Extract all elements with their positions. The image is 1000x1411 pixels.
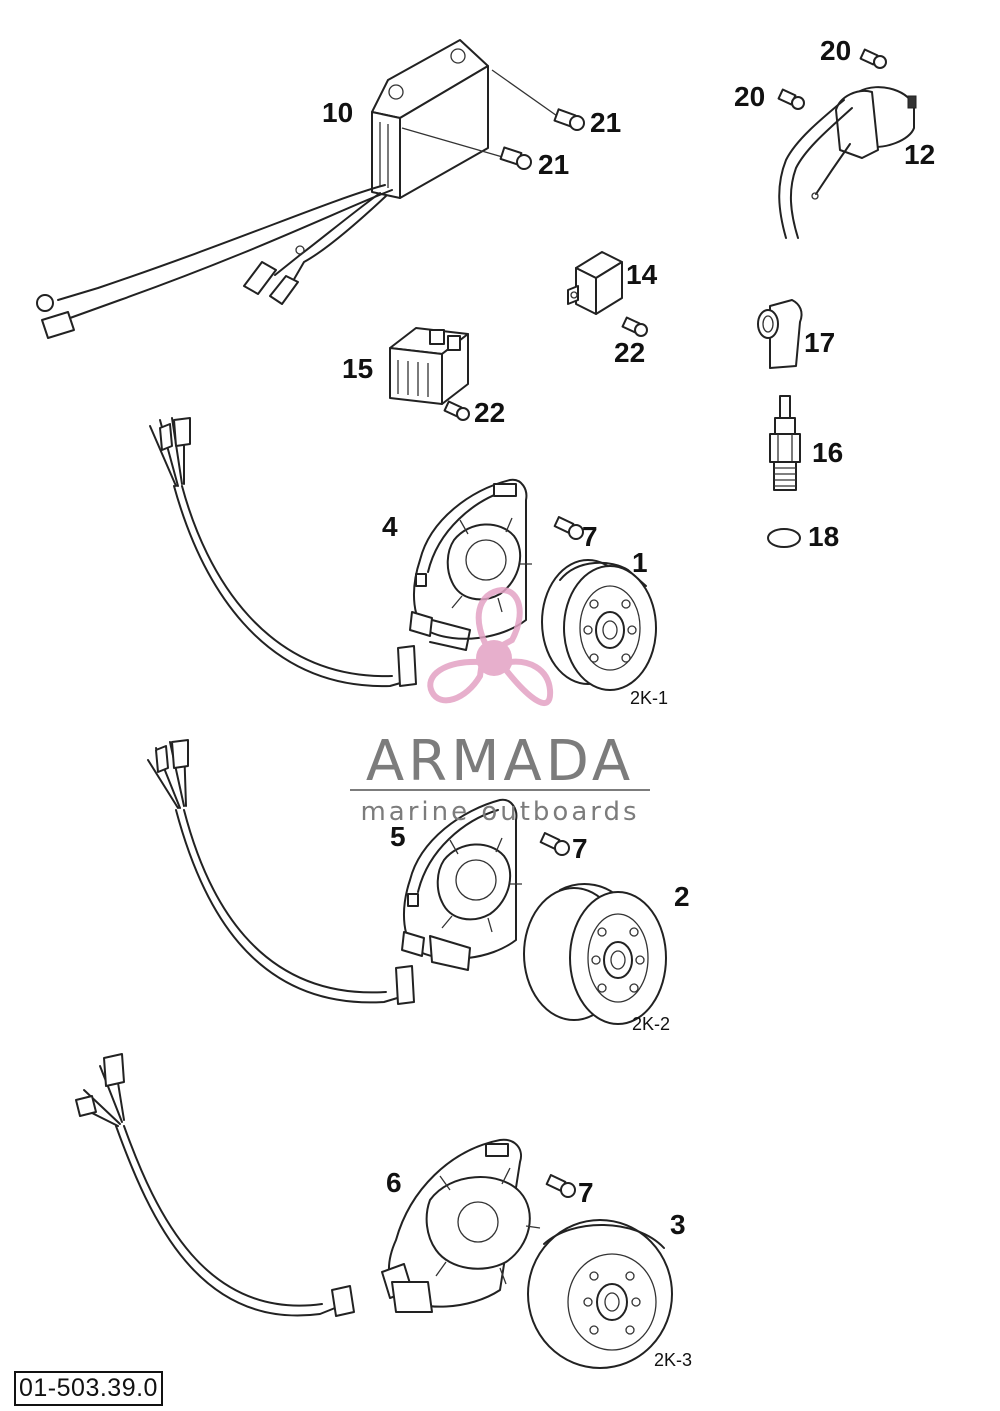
bolt-21b xyxy=(401,127,532,170)
stator-4 xyxy=(149,417,532,688)
callout-14: 14 xyxy=(626,259,658,290)
bolt-20a xyxy=(859,48,887,69)
callout-7-middle: 7 xyxy=(572,833,588,864)
callout-16: 16 xyxy=(812,437,843,468)
stator-5 xyxy=(147,739,522,1005)
callout-18: 18 xyxy=(808,521,839,552)
bolt-7a xyxy=(553,516,584,540)
bolt-21a xyxy=(491,69,585,131)
callout-20-upper: 20 xyxy=(820,35,851,66)
variant-label-2k-3: 2K-3 xyxy=(654,1350,692,1370)
callout-15: 15 xyxy=(342,353,373,384)
callout-12: 12 xyxy=(904,139,935,170)
callout-2: 2 xyxy=(674,881,690,912)
o-ring xyxy=(767,528,801,548)
module-14 xyxy=(567,251,623,315)
callout-22-lower: 22 xyxy=(474,397,505,428)
callout-7-lower: 7 xyxy=(578,1177,594,1208)
callout-1: 1 xyxy=(632,547,648,578)
flywheel-1 xyxy=(541,559,657,691)
spark-plug xyxy=(769,395,801,491)
watermark-tagline: marine outboards xyxy=(360,797,639,827)
ignition-coil xyxy=(778,86,917,239)
callout-20-lower: 20 xyxy=(734,81,765,112)
regulator-15 xyxy=(389,327,469,405)
callout-3: 3 xyxy=(670,1209,686,1240)
flywheel-3 xyxy=(527,1219,673,1369)
callout-5: 5 xyxy=(390,821,406,852)
callout-10: 10 xyxy=(322,97,353,128)
watermark-brand: ARMADA xyxy=(366,729,634,794)
callout-21-upper: 21 xyxy=(590,107,621,138)
callout-21-lower: 21 xyxy=(538,149,569,180)
bolt-7c xyxy=(545,1174,576,1198)
bolt-20b xyxy=(777,88,805,110)
callout-22-upper: 22 xyxy=(614,337,645,368)
bolt-22a xyxy=(621,316,648,337)
cdi-unit xyxy=(36,39,489,339)
callout-17: 17 xyxy=(804,327,835,358)
bolt-22b xyxy=(443,400,470,421)
propeller-logo xyxy=(427,586,554,706)
callout-4: 4 xyxy=(382,511,398,542)
callout-6: 6 xyxy=(386,1167,402,1198)
flywheel-2 xyxy=(523,883,667,1025)
callout-7-upper: 7 xyxy=(582,521,598,552)
variant-label-2k-2: 2K-2 xyxy=(632,1014,670,1034)
variant-label-2k-1: 2K-1 xyxy=(630,688,668,708)
spark-plug-cap xyxy=(757,299,803,369)
bolt-7b xyxy=(539,832,570,856)
stator-6 xyxy=(75,1053,541,1317)
drawing-number: 01-503.39.0 xyxy=(14,1371,163,1406)
